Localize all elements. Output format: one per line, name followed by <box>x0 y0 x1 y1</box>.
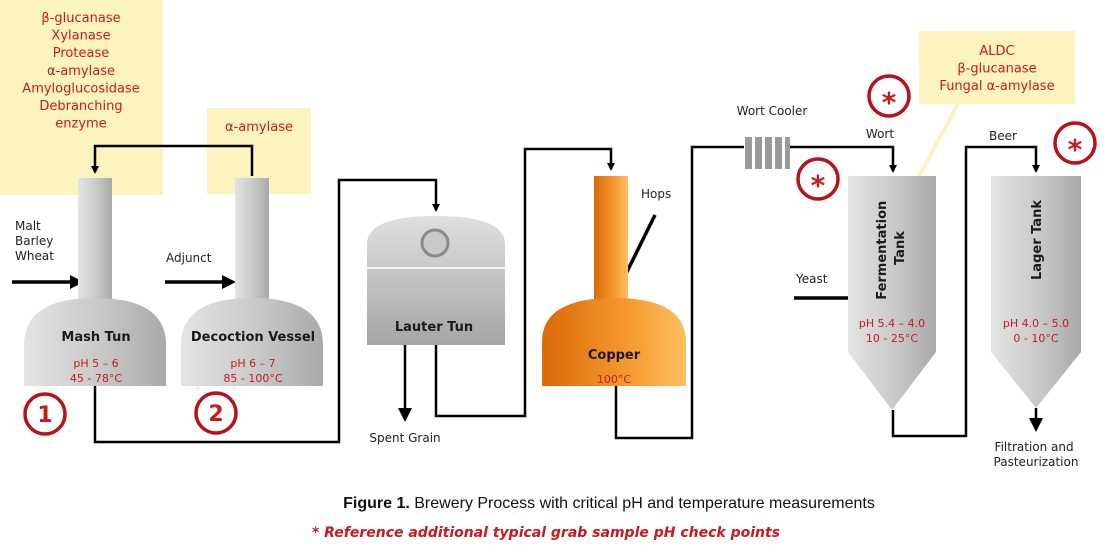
pipe-cooler-to-fermentation <box>790 145 897 173</box>
mash-tun-label: Mash Tun <box>61 330 130 345</box>
mash-tun-temp: 45 - 78°C <box>70 372 122 385</box>
svg-text:1: 1 <box>37 403 52 428</box>
adjunct-label: Adjunct <box>166 251 212 265</box>
svg-text:*: * <box>1068 133 1083 166</box>
enzyme-line: ALDC <box>979 44 1014 59</box>
fermentation-enzyme-note-box <box>919 31 1075 104</box>
wort-cooler <box>744 137 790 169</box>
fermentation-note-pointer <box>911 103 960 188</box>
caption-note: * Reference additional typical grab samp… <box>312 525 780 541</box>
grab-sample-marker-wort-cooler: * <box>796 157 840 202</box>
enzyme-line: Debranching <box>39 99 122 114</box>
enzyme-line: enzyme <box>55 117 106 132</box>
svg-text:*: * <box>811 169 826 202</box>
pipe-lauter-to-copper <box>434 147 615 418</box>
mash-enzyme-note-box <box>0 0 163 195</box>
wort-label: Wort <box>866 127 894 141</box>
enzyme-line: Amyloglucosidase <box>22 81 139 96</box>
pipe-mash-to-lauter <box>93 178 440 444</box>
enzyme-line: Fungal α-amylase <box>939 79 1054 94</box>
enzyme-line: β-glucanase <box>41 11 120 26</box>
copper-kettle: Copper 100°C <box>542 176 686 386</box>
lager-tank-label: Lager Tank <box>1030 200 1045 280</box>
copper-label: Copper <box>588 348 641 363</box>
svg-text:2: 2 <box>208 402 223 427</box>
figure-caption-label: Figure 1. <box>343 495 410 512</box>
lager-tank-ph: pH 4.0 – 5.0 <box>1003 317 1069 330</box>
copper-temp: 100°C <box>597 373 631 386</box>
wort-cooler-label: Wort Cooler <box>737 104 808 118</box>
enzyme-line: α-amylase <box>47 64 115 79</box>
fermentation-tank-label: Fermentation Tank <box>875 196 908 300</box>
fermentation-tank-ph: pH 5.4 – 4.0 <box>859 317 925 330</box>
svg-text:*: * <box>882 86 897 119</box>
figure-caption-title: Brewery Process with critical pH and tem… <box>410 495 875 512</box>
hops-label: Hops <box>641 187 671 201</box>
fermentation-tank-temp: 10 - 25°C <box>866 332 918 345</box>
lauter-tun: Lauter Tun <box>367 216 505 345</box>
lauter-tun-manhole <box>420 228 450 258</box>
decoction-vessel-label: Decoction Vessel <box>191 330 315 345</box>
lager-tank: Lager Tank pH 4.0 – 5.0 0 - 10°C <box>991 176 1081 408</box>
filtration-pasteurization-label: Filtration and Pasteurization <box>994 440 1079 469</box>
beer-label: Beer <box>989 129 1017 143</box>
spent-grain-label: Spent Grain <box>369 431 440 445</box>
figure-caption: Figure 1. Brewery Process with critical … <box>343 495 875 512</box>
checkpoint-marker-2: 2 <box>194 391 238 435</box>
malt-inputs-label: Malt Barley Wheat <box>15 219 57 263</box>
enzyme-line: Xylanase <box>51 29 110 44</box>
yeast-label: Yeast <box>795 272 828 286</box>
decoction-vessel-temp: 85 - 100°C <box>223 372 282 385</box>
decoction-enzyme-label: α-amylase <box>225 120 293 135</box>
lager-tank-temp: 0 - 10°C <box>1013 332 1058 345</box>
pipe-copper-to-cooler <box>614 145 744 440</box>
grab-sample-marker-lager: * <box>1053 121 1097 166</box>
decoction-vessel-ph: pH 6 – 7 <box>230 357 275 370</box>
pipe-decoction-return <box>91 144 254 176</box>
process-pipes <box>91 144 1043 444</box>
checkpoint-marker-1: 1 <box>23 392 67 436</box>
decoction-vessel: Decoction Vessel pH 6 – 7 85 - 100°C <box>181 178 323 386</box>
pipe-fermentation-to-lager <box>891 145 1040 438</box>
fermentation-tank: Fermentation Tank pH 5.4 – 4.0 10 - 25°C <box>848 176 936 410</box>
mash-tun: Mash Tun pH 5 – 6 45 - 78°C <box>24 178 166 386</box>
mash-tun-ph: pH 5 – 6 <box>73 357 118 370</box>
enzyme-line: Protease <box>53 46 109 61</box>
grab-sample-marker-fermentation: * <box>867 74 911 119</box>
enzyme-line: β-glucanase <box>957 62 1036 77</box>
lauter-tun-label: Lauter Tun <box>395 320 473 335</box>
